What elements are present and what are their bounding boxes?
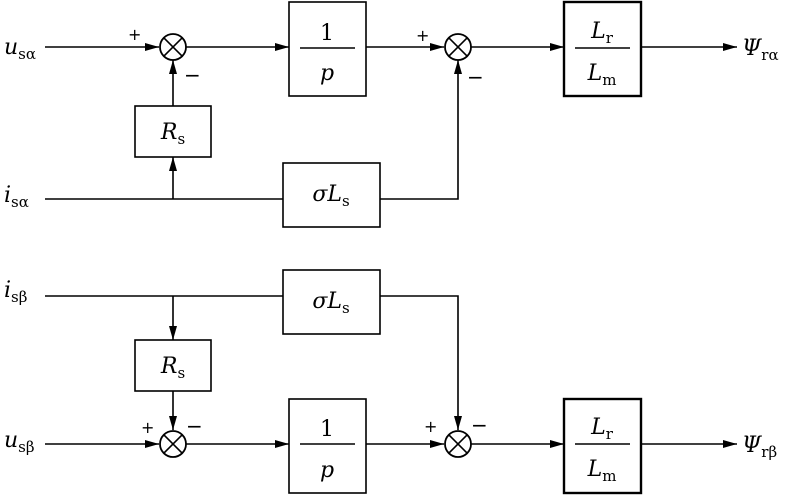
arrowhead — [454, 416, 462, 430]
svg-text:Lr: Lr — [590, 19, 614, 47]
arrowhead — [275, 43, 289, 51]
svg-text:p: p — [320, 458, 334, 483]
arrowhead — [550, 440, 564, 448]
arrowhead — [430, 43, 444, 51]
beta-summing-junction-1 — [159, 430, 187, 458]
svg-text:1: 1 — [320, 417, 334, 442]
alpha-sum2-plus-sign: + — [416, 26, 429, 45]
alpha-output-label: Ψrα — [742, 36, 779, 64]
arrowhead — [723, 43, 737, 51]
arrowhead — [169, 157, 177, 171]
beta-sum1-plus-sign: + — [141, 418, 154, 437]
alpha-summing-junction-1 — [159, 33, 187, 61]
beta-sum2-minus-sign: − — [471, 413, 488, 437]
arrowhead — [275, 440, 289, 448]
arrowhead — [169, 416, 177, 430]
alpha-inductance-block: σLs — [282, 162, 381, 228]
beta-sum1-minus-sign: − — [186, 414, 203, 438]
arrowhead — [454, 60, 462, 74]
beta-resistor-block: Rs — [134, 339, 212, 392]
arrowhead — [169, 326, 177, 340]
alpha-sum1-minus-sign: − — [184, 63, 201, 87]
arrowhead — [723, 440, 737, 448]
svg-text:Lm: Lm — [587, 457, 617, 485]
alpha-inductance-to-sum2 — [380, 60, 459, 200]
arrowhead — [145, 440, 159, 448]
alpha-integrator-block: 1 p — [288, 1, 367, 97]
arrowhead — [430, 440, 444, 448]
svg-text:Rs: Rs — [160, 354, 185, 382]
beta-inductance-to-sum2 — [380, 295, 459, 430]
alpha-sum1-plus-sign: + — [128, 25, 141, 44]
beta-gain-block: Lr Lm — [562, 397, 643, 495]
arrowhead — [169, 60, 177, 74]
svg-text:σLs: σLs — [312, 182, 349, 210]
svg-text:Lm: Lm — [587, 61, 617, 89]
alpha-u-input-label: usα — [4, 35, 36, 63]
beta-u-input-label: usβ — [4, 428, 35, 456]
svg-text:σLs: σLs — [312, 289, 349, 317]
svg-text:p: p — [320, 61, 334, 86]
beta-integrator-block: 1 p — [288, 398, 367, 494]
alpha-gain-block: Lr Lm — [562, 0, 643, 98]
svg-text:Lr: Lr — [590, 415, 614, 443]
beta-inductance-block: σLs — [282, 269, 381, 335]
beta-i-input-label: isβ — [4, 278, 27, 306]
beta-summing-junction-2 — [444, 430, 472, 458]
beta-sum2-plus-sign: + — [424, 417, 437, 436]
alpha-branch: usα + − 1 p + − — [4, 0, 779, 228]
alpha-summing-junction-2 — [444, 33, 472, 61]
arrowhead — [550, 43, 564, 51]
svg-text:1: 1 — [320, 21, 334, 46]
beta-output-label: Ψrβ — [742, 433, 777, 461]
alpha-resistor-block: Rs — [134, 105, 212, 158]
alpha-i-input-label: isα — [4, 183, 29, 211]
arrowhead — [145, 43, 159, 51]
svg-text:Rs: Rs — [160, 120, 185, 148]
alpha-sum2-minus-sign: − — [467, 65, 484, 89]
beta-branch: isβ σLs Rs usβ + − — [4, 269, 777, 495]
